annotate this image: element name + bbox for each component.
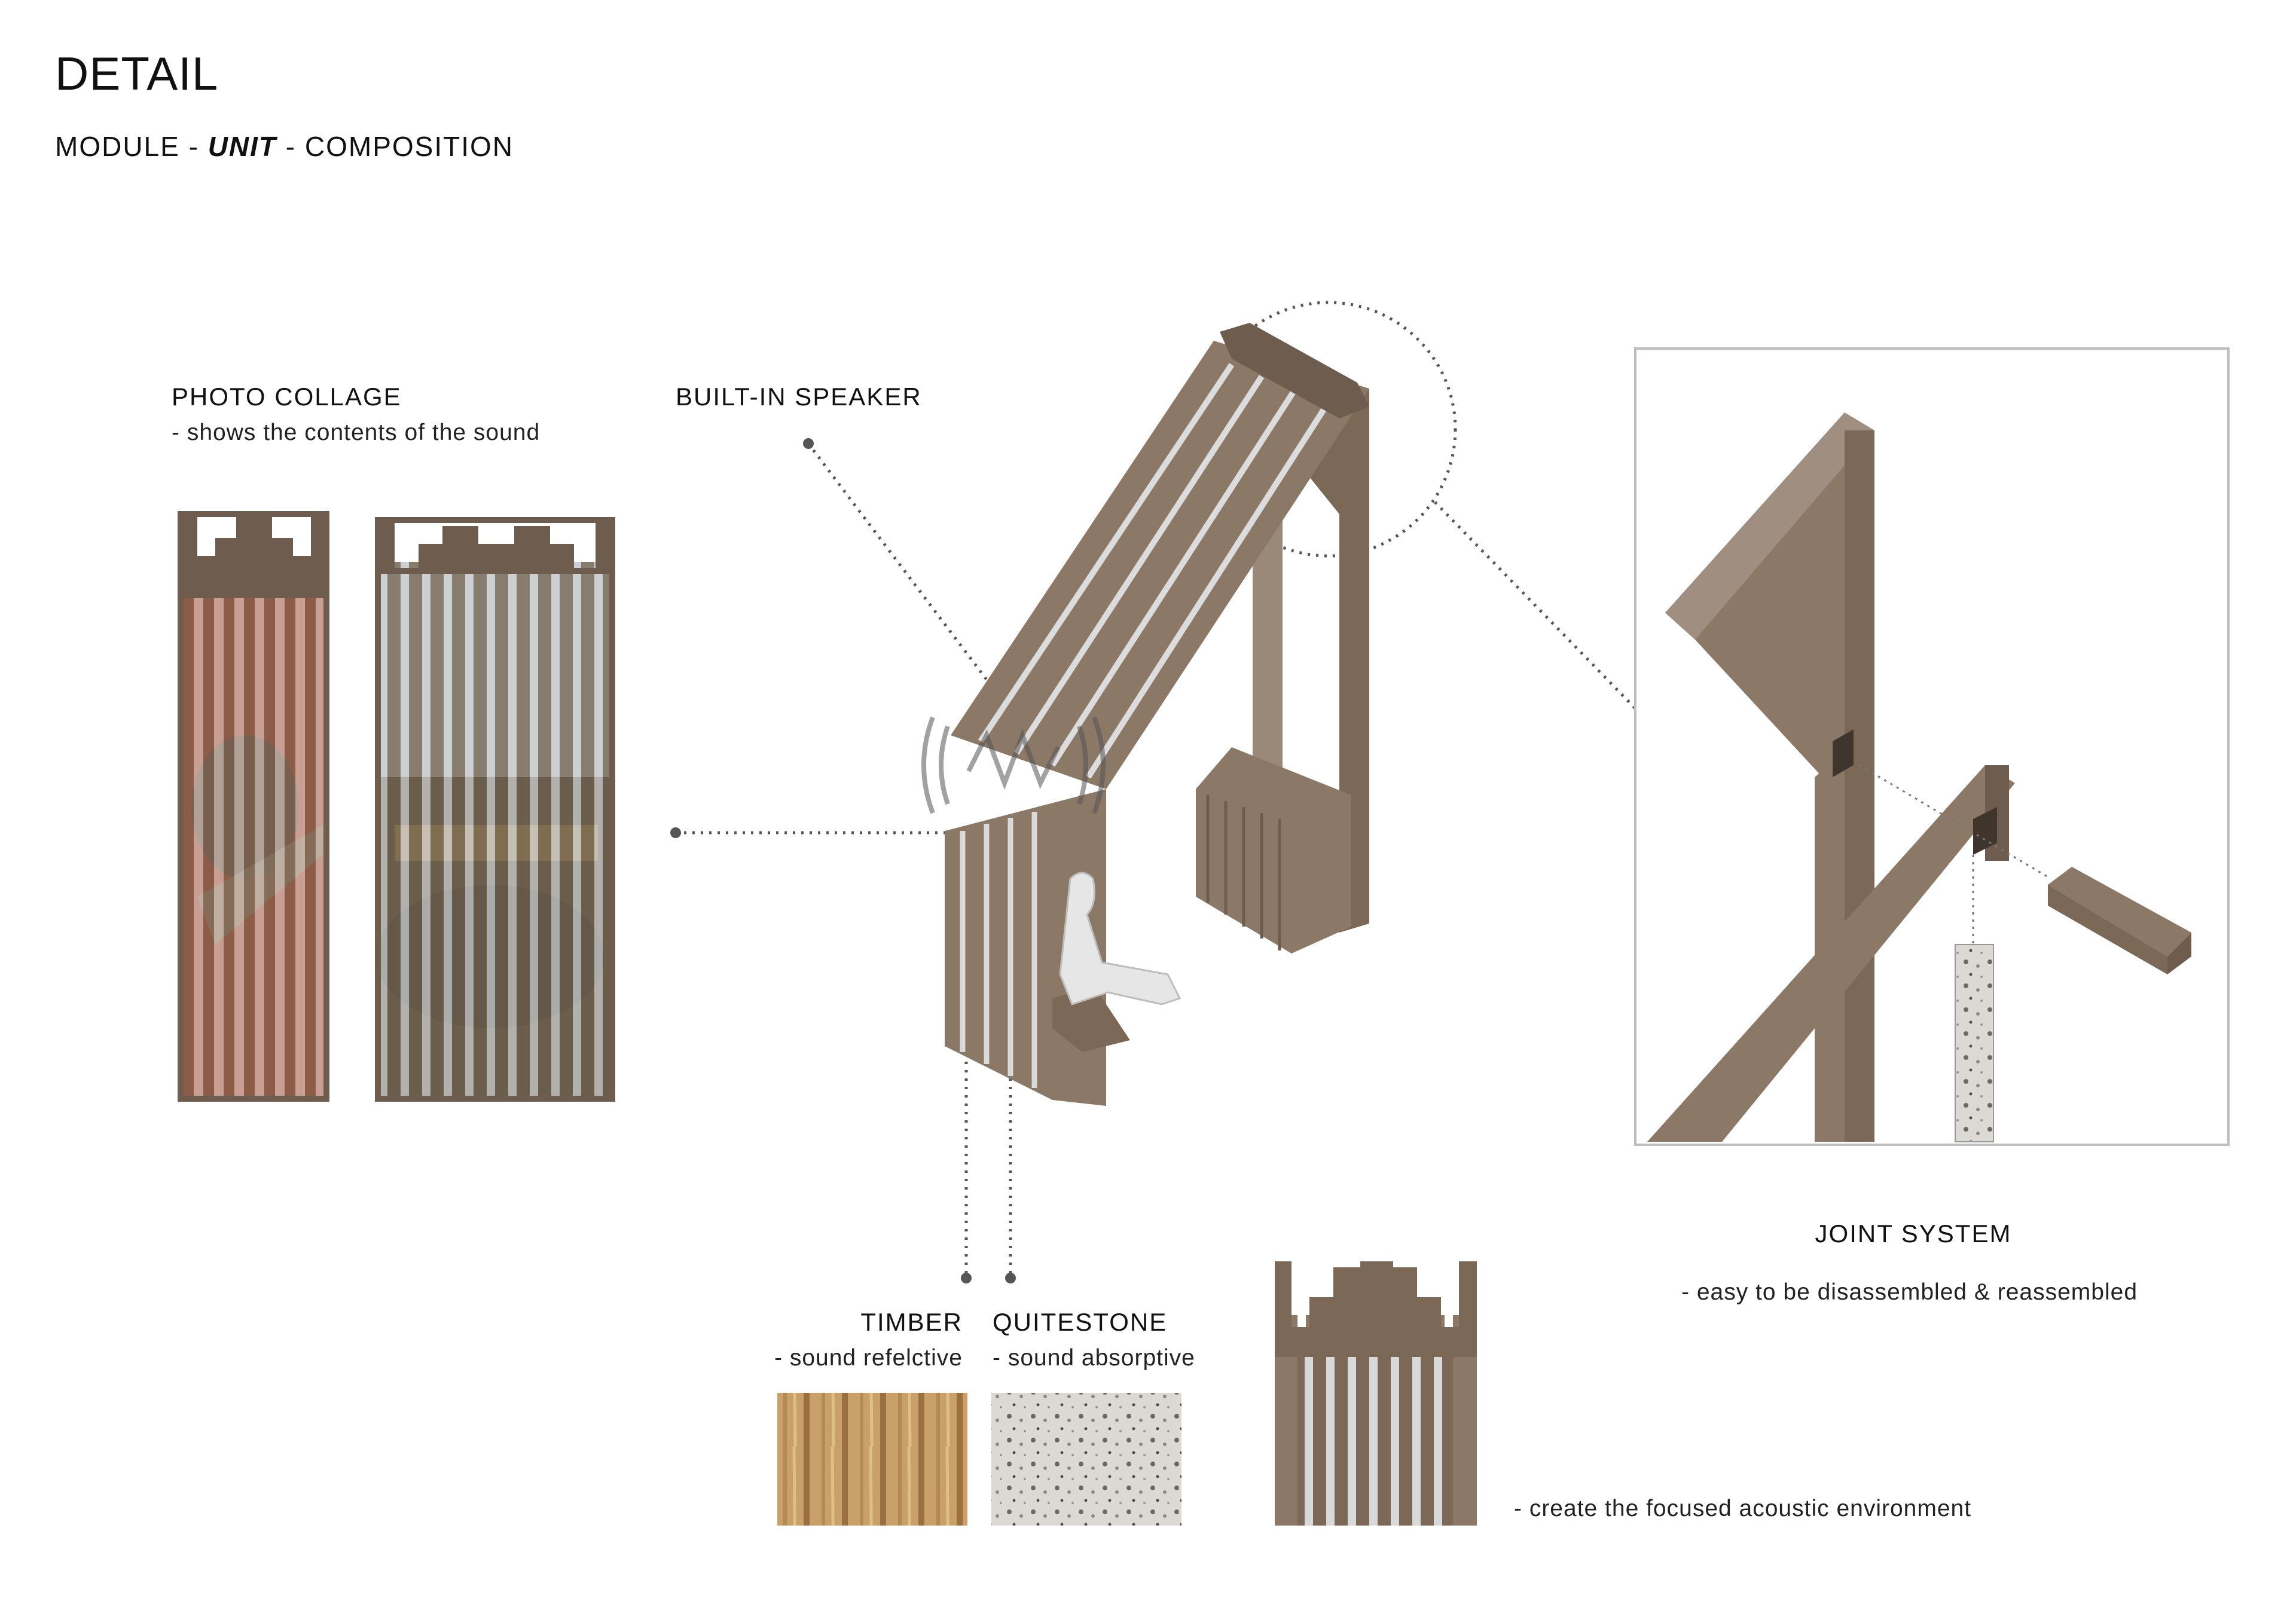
subtitle-prefix: MODULE - — [55, 131, 208, 162]
acoustic-description: - create the focused acoustic environmen… — [1514, 1496, 1972, 1521]
joint-system-frame — [1634, 347, 2230, 1146]
photo-collage-label: PHOTO COLLAGE — [172, 383, 402, 411]
quitestone-description: - sound absorptive — [993, 1345, 1195, 1371]
page-subtitle: MODULE - UNIT - COMPOSITION — [55, 130, 514, 163]
joint-system-description: - easy to be disassembled & reassembled — [1681, 1279, 2138, 1305]
leader-dots — [670, 438, 1016, 1283]
photo-collage-description: - shows the contents of the sound — [172, 420, 541, 445]
unit-isometric — [945, 323, 1369, 1106]
page-title: DETAIL — [55, 47, 219, 100]
photo-collage-panel-2 — [375, 517, 615, 1102]
speaker-wave-icon — [921, 716, 1106, 814]
photo-collage-panel-1 — [178, 511, 329, 1102]
timber-description: - sound refelctive — [774, 1345, 963, 1371]
quitestone-label: QUITESTONE — [993, 1308, 1168, 1336]
quitestone-swatch — [991, 1393, 1181, 1526]
subtitle-emphasis: UNIT — [207, 131, 277, 162]
timber-swatch — [777, 1393, 967, 1526]
acoustic-panel-detail — [1275, 1261, 1477, 1526]
subtitle-suffix: - COMPOSITION — [277, 131, 514, 162]
leader-lines — [676, 301, 1636, 1273]
joint-system-label: JOINT SYSTEM — [1815, 1219, 2012, 1248]
timber-label: TIMBER — [860, 1308, 963, 1336]
speaker-label: BUILT-IN SPEAKER — [676, 383, 922, 411]
